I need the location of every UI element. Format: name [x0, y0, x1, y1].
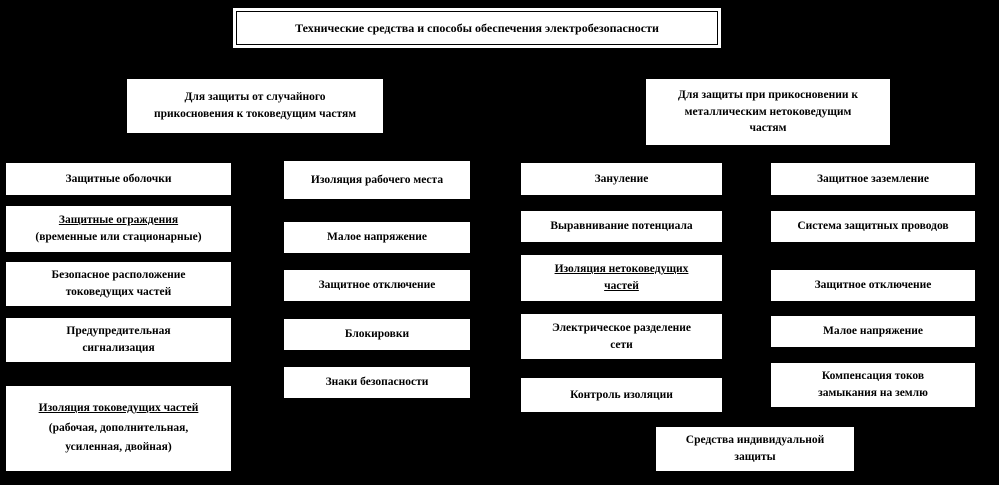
- group-accidental-contact-live-parts: Для защиты от случайного прикосновения к…: [126, 78, 384, 134]
- box-insulation-live-parts: Изоляция токоведущих частей (рабочая, до…: [5, 385, 232, 472]
- box-low-voltage-2: Малое напряжение: [770, 315, 976, 348]
- box-protective-shutdown: Защитное отключение: [283, 269, 471, 302]
- box-interlocks: Блокировки: [283, 318, 471, 351]
- text-line: Электрическое разделение: [551, 321, 692, 334]
- box-ground-fault-current-compensation: Компенсация токов замыкания на землю: [770, 362, 976, 408]
- diagram-title-box: Технические средства и способы обеспечен…: [233, 8, 721, 48]
- box-warning-signaling: Предупредительная сигнализация: [5, 317, 232, 363]
- box-insulation-control: Контроль изоляции: [520, 377, 723, 413]
- box-neutral-grounding: Зануление: [520, 162, 723, 196]
- text-line: замыкания на землю: [818, 387, 928, 399]
- box-personal-protective-equipment: Средства индивидуальной защиты: [655, 426, 855, 472]
- text-line: Для защиты от случайного: [184, 91, 326, 104]
- text-line: сигнализация: [82, 342, 155, 354]
- box-low-voltage: Малое напряжение: [283, 221, 471, 254]
- box-safety-signs: Знаки безопасности: [283, 366, 471, 399]
- group-contact-metal-non-live-parts: Для защиты при прикосновении к металличе…: [645, 78, 891, 146]
- text-line: (рабочая, дополнительная,: [48, 421, 189, 434]
- text-line: Для защиты при прикосновении к: [678, 88, 858, 101]
- text-line: Защитное отключение: [318, 279, 436, 292]
- text-line: металлическим нетоковедущим: [684, 105, 852, 118]
- box-protective-wires-system: Система защитных проводов: [770, 210, 976, 243]
- diagram-title: Технические средства и способы обеспечен…: [236, 11, 718, 45]
- text-line: Зануление: [594, 172, 649, 185]
- box-protective-fences: Защитные ограждения (временные или стаци…: [5, 205, 232, 253]
- text-line: Безопасное расположение: [51, 269, 186, 282]
- box-safe-location-live-parts: Безопасное расположение токоведущих част…: [5, 261, 232, 307]
- text-line: Выравнивание потенциала: [550, 220, 693, 233]
- text-line: Блокировки: [344, 328, 410, 341]
- text-line: Знаки безопасности: [325, 376, 429, 389]
- box-protective-earthing: Защитное заземление: [770, 162, 976, 196]
- box-electrical-network-separation: Электрическое разделение сети: [520, 313, 723, 360]
- box-workplace-insulation: Изоляция рабочего места: [283, 160, 471, 200]
- text-line: Защитное заземление: [816, 172, 929, 185]
- text-line: частей: [604, 280, 639, 292]
- text-line: усиленная, двойная): [65, 441, 172, 454]
- box-potential-equalization: Выравнивание потенциала: [520, 210, 723, 243]
- text-line: Защитные оболочки: [65, 172, 172, 185]
- text-line: Защитные ограждения: [58, 214, 179, 227]
- text-line: Малое напряжение: [822, 325, 923, 338]
- text-line: Малое напряжение: [326, 231, 427, 244]
- text-line: Компенсация токов: [821, 370, 925, 383]
- text-line: (временные или стационарные): [35, 231, 202, 243]
- text-line: частям: [749, 122, 787, 135]
- box-insulation-non-live-parts: Изоляция нетоковедущих частей: [520, 254, 723, 302]
- text-line: сети: [610, 338, 633, 351]
- text-line: защиты: [734, 451, 776, 463]
- text-line: Средства индивидуальной: [685, 434, 825, 447]
- text-line: токоведущих частей: [65, 286, 172, 298]
- text-line: Защитное отключение: [814, 279, 932, 292]
- box-protective-shutdown-2: Защитное отключение: [770, 269, 976, 302]
- text-line: Предупредительная: [66, 325, 171, 338]
- text-line: Изоляция нетоковедущих: [554, 263, 689, 276]
- box-protective-shells: Защитные оболочки: [5, 162, 232, 196]
- text-line: Изоляция токоведущих частей: [38, 402, 199, 415]
- text-line: Система защитных проводов: [797, 220, 949, 233]
- text-line: Контроль изоляции: [570, 388, 673, 401]
- text-line: прикосновения к токоведущим частям: [153, 108, 357, 120]
- text-line: Изоляция рабочего места: [310, 173, 444, 186]
